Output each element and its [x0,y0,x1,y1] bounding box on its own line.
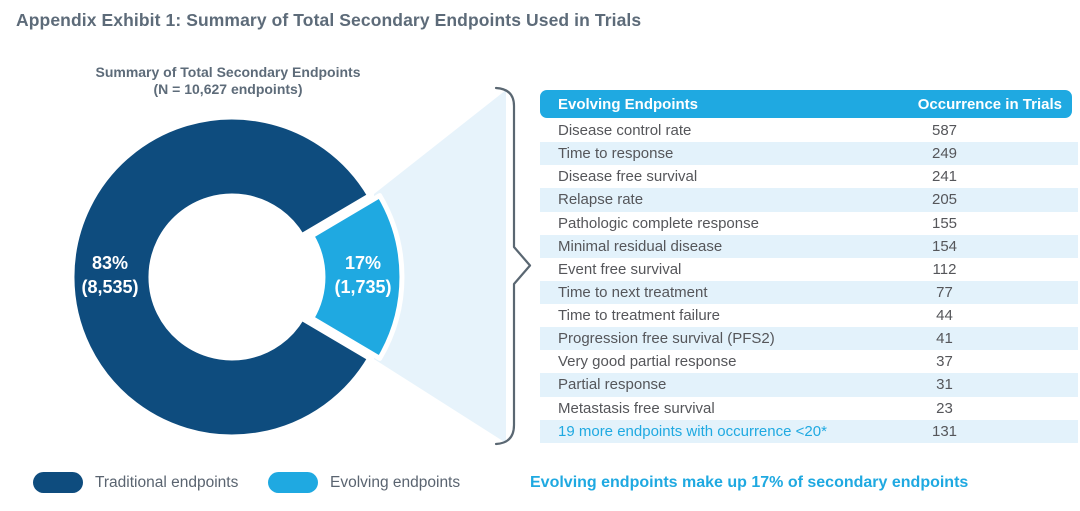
table-row: Time to response 249 [540,142,1078,166]
slice-count: (8,535) [81,277,139,297]
table-row: Metastasis free survival 23 [540,397,1078,420]
legend-swatch-traditional [33,472,83,493]
donut-subtitle-line: (N = 10,627 endpoints) [153,81,303,97]
curly-brace [494,86,532,446]
table-row: Time to next treatment 77 [540,280,1078,304]
occurrence-value: 241 [931,168,958,186]
table-header-occurrence: Occurrence in Trials [917,95,1062,113]
legend-label-evolving: Evolving endpoints [330,473,461,491]
occurrence-value: 23 [936,399,953,417]
endpoints-table: Evolving Endpoints Occurrence in Trials … [540,90,1078,443]
endpoint-label: Minimal residual disease [558,237,723,255]
occurrence-value: 44 [936,307,953,325]
occurrence-value: 587 [931,122,958,140]
endpoint-label: Pathologic complete response [558,214,759,232]
legend-label-traditional: Traditional endpoints [95,473,239,491]
endpoint-label: Event free survival [558,260,682,278]
table-row: Disease control rate 587 [540,119,1078,142]
occurrence-value: 31 [936,376,953,394]
endpoint-label: Disease control rate [558,122,692,140]
legend-swatch-evolving [268,472,318,493]
slice-label-evolving: 17% (1,735) [283,251,443,299]
endpoint-label: Disease free survival [558,168,698,186]
occurrence-value: 249 [931,145,958,163]
callout-text: Evolving endpoints make up 17% of second… [530,474,969,491]
table-row: Partial response 31 [540,373,1078,397]
occurrence-value: 154 [931,237,958,255]
endpoint-label: Time to treatment failure [558,307,721,325]
slice-pct: 17% [344,253,382,273]
table-row: Event free survival 112 [540,258,1078,281]
slice-label-traditional: 83% (8,535) [30,251,190,299]
legend-item-traditional: Traditional endpoints [33,472,238,493]
table-row: 19 more endpoints with occurrence <20* 13… [540,419,1078,443]
occurrence-value: 205 [931,191,958,209]
occurrence-value: 77 [936,283,953,301]
occurrence-value: 112 [932,260,957,278]
table-row: Disease free survival 241 [540,165,1078,188]
legend-item-evolving: Evolving endpoints [268,472,460,493]
endpoint-label: 19 more endpoints with occurrence <20* [558,422,827,440]
slice-pct: 83% [91,253,129,273]
endpoint-label: Very good partial response [558,353,737,371]
endpoint-label: Partial response [558,376,667,394]
table-header-endpoints: Evolving Endpoints [558,95,699,113]
table-row: Relapse rate 205 [540,188,1078,212]
endpoint-label: Progression free survival (PFS2) [558,330,775,348]
donut-title-line: Summary of Total Secondary Endpoints [95,64,361,80]
table-row: Time to treatment failure 44 [540,304,1078,327]
donut-chart-title: Summary of Total Secondary Endpoints (N … [68,64,388,98]
slice-count: (1,735) [334,277,392,297]
endpoint-label: Relapse rate [558,191,644,209]
figure-title: Appendix Exhibit 1: Summary of Total Sec… [16,10,642,30]
occurrence-value: 41 [936,330,953,348]
table-row: Very good partial response 37 [540,350,1078,373]
occurrence-value: 131 [931,422,958,440]
endpoint-label: Metastasis free survival [558,399,715,417]
table-header-row: Evolving Endpoints Occurrence in Trials [540,90,1072,118]
table-row: Progression free survival (PFS2) 41 [540,327,1078,351]
endpoint-label: Time to response [558,145,674,163]
occurrence-value: 155 [931,214,958,232]
occurrence-value: 37 [936,353,953,371]
table-row: Minimal residual disease 154 [540,234,1078,258]
endpoint-label: Time to next treatment [558,283,708,301]
table-row: Pathologic complete response 155 [540,212,1078,235]
